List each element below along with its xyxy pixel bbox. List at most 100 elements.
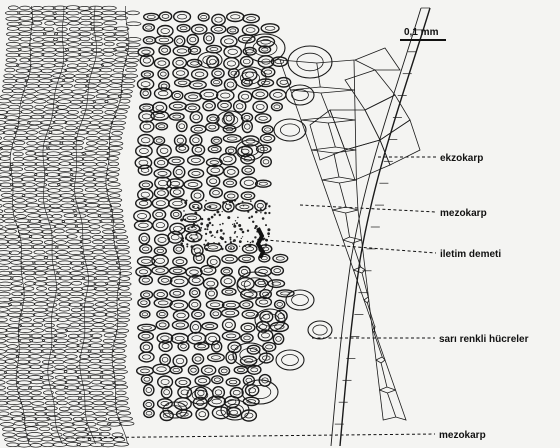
sclereid-lumen — [179, 380, 187, 384]
sclereid-outer-wall — [190, 135, 202, 146]
sclereid-outer-wall — [158, 69, 169, 78]
fiber-cell — [112, 131, 123, 135]
fiber-cell — [14, 422, 25, 426]
fiber-cell — [79, 391, 90, 395]
sclereid-outer-wall — [240, 177, 257, 189]
sclereid-outer-wall — [188, 156, 205, 165]
fiber-cell — [65, 360, 78, 364]
stipple-dot — [242, 236, 243, 237]
sclereid-cell — [158, 69, 169, 78]
fiber-cell — [15, 215, 26, 219]
stipple-dot — [221, 248, 223, 250]
sclereid-lumen — [139, 223, 149, 227]
sclereid-lumen — [141, 259, 150, 263]
fiber-cell — [55, 365, 66, 369]
sclereid-cell — [241, 192, 254, 200]
sclereid-lumen — [159, 125, 165, 128]
sclereid-cell — [234, 100, 246, 112]
sclereid-lumen — [146, 403, 152, 407]
large-sclereid-cell — [217, 111, 243, 129]
sclereid-outer-wall — [168, 232, 183, 244]
sclereid-outer-wall — [210, 188, 223, 198]
sclereid-lumen — [156, 258, 165, 263]
fiber-cell — [72, 95, 83, 99]
sclereid-lumen — [247, 17, 256, 21]
fiber-cell — [103, 391, 114, 395]
fiber-cell — [35, 162, 48, 166]
fiber-cell — [21, 110, 32, 114]
sclereid-outer-wall — [212, 341, 222, 352]
fiber-cell — [31, 48, 43, 52]
fiber-cell — [104, 21, 117, 25]
fiber-cell — [101, 354, 113, 358]
sclereid-lumen — [161, 379, 169, 384]
sclereid-cell — [220, 154, 236, 165]
sclereid-cell — [198, 13, 209, 21]
fiber-cell — [90, 386, 104, 390]
stipple-dot — [193, 206, 195, 208]
sclereid-outer-wall — [192, 25, 207, 35]
large-sclereid-cell — [286, 290, 314, 310]
sclereid-outer-wall — [189, 300, 201, 310]
sclereid-outer-wall — [188, 366, 198, 375]
fiber-cell — [30, 334, 43, 338]
sclereid-lumen — [143, 58, 150, 63]
fiber-cell — [30, 64, 42, 68]
fiber-cell — [58, 168, 72, 172]
stipple-dot — [194, 212, 197, 215]
sclereid-outer-wall — [241, 323, 255, 332]
sclereid-cell — [141, 375, 152, 384]
fiber-cell — [109, 84, 121, 88]
sclereid-lumen — [226, 334, 236, 338]
fiber-cell — [102, 58, 115, 62]
fiber-cell — [58, 292, 70, 296]
fiber-cell — [22, 177, 36, 181]
sclereid-outer-wall — [154, 58, 169, 68]
sclereid-outer-wall — [157, 145, 171, 157]
fiber-cell — [33, 308, 47, 312]
fiber-cell — [36, 422, 49, 426]
sclereid-lumen — [198, 391, 204, 396]
fiber-cell — [6, 365, 17, 369]
sclereid-cell — [242, 25, 258, 35]
sclereid-outer-wall — [221, 36, 237, 47]
sclereid-outer-wall — [212, 376, 223, 384]
sclereid-cell — [212, 14, 225, 25]
fiber-cell — [31, 6, 43, 10]
fiber-cell — [0, 188, 12, 192]
fiber-cell — [17, 365, 31, 369]
fiber-cell — [115, 11, 126, 15]
sclereid-cell — [190, 321, 201, 333]
sclereid-cell — [221, 268, 232, 276]
stipple-dot — [248, 244, 251, 247]
fiber-cell — [1, 193, 12, 197]
fiber-cell — [56, 391, 67, 395]
fiber-cell — [56, 241, 67, 245]
sclereid-outer-wall — [195, 376, 210, 385]
sclereid-outer-wall — [152, 266, 168, 274]
sclereid-lumen — [210, 179, 217, 184]
sclereid-cell — [242, 121, 252, 133]
sclereid-cell — [174, 12, 191, 22]
scale-bar: 0,1 mm — [400, 27, 446, 40]
sclereid-cell — [239, 255, 255, 262]
vascular-bundle — [258, 228, 263, 258]
fiber-cell — [19, 391, 31, 395]
sclereid-outer-wall — [202, 323, 217, 330]
stipple-dot — [209, 222, 212, 225]
sclereid-lumen — [174, 279, 184, 284]
fiber-cell — [34, 100, 46, 104]
fiber-cell — [13, 204, 27, 208]
fiber-cell — [10, 318, 21, 322]
sclereid-outer-wall — [220, 154, 236, 165]
fiber-cell — [85, 147, 97, 151]
sclereid-lumen — [139, 148, 148, 153]
fiber-cell — [65, 380, 79, 384]
fiber-cell — [113, 438, 124, 442]
sclereid-cell — [210, 309, 221, 318]
sclereid-lumen — [206, 36, 212, 41]
fiber-cell — [60, 156, 73, 160]
vascular-bundle-strand — [258, 228, 263, 258]
sclereid-outer-wall — [159, 46, 170, 55]
